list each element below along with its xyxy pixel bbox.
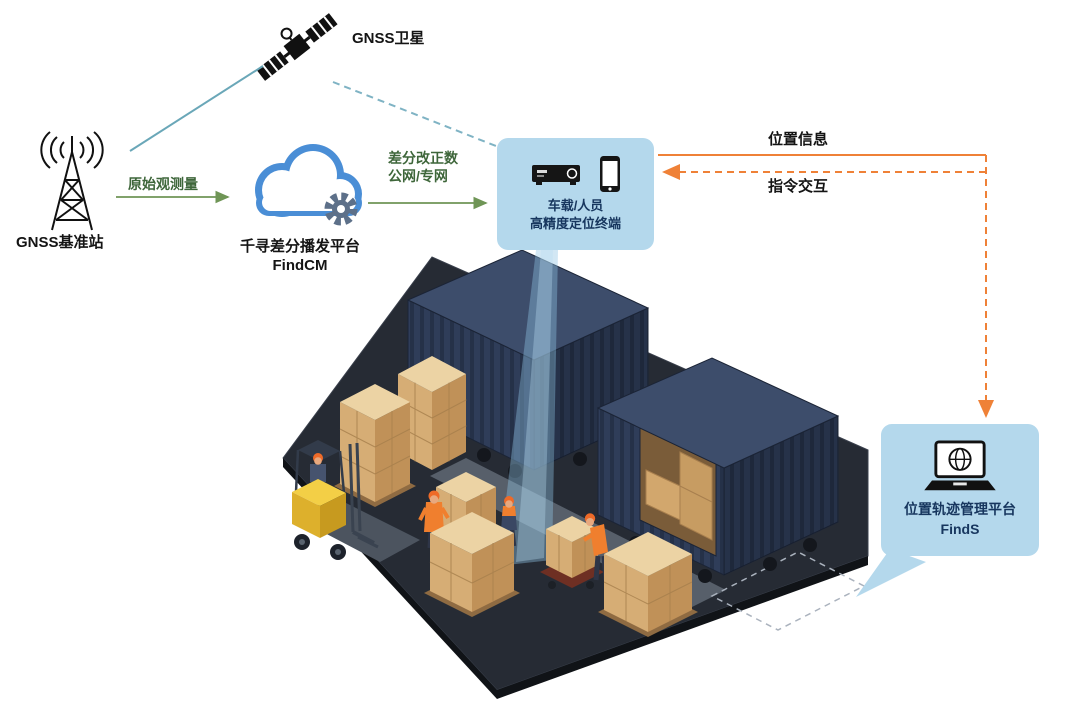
forklift: [292, 440, 379, 560]
correction-line1: 差分改正数: [388, 150, 458, 166]
gear-icon: [324, 192, 358, 226]
cloud-platform-product: FindCM: [272, 256, 328, 274]
position-info-label: 位置信息: [768, 131, 829, 148]
correction-label: 差分改正数 公网/专网: [388, 150, 458, 185]
antenna-tower-icon: [40, 131, 104, 231]
cloud-platform-name: 千寻差分播发平台: [239, 238, 360, 255]
terminal-bubble: 车载/人员 高精度定位终端: [497, 138, 654, 250]
pallet-stack-back: [397, 356, 467, 470]
raw-observation-label: 原始观测量: [128, 176, 198, 192]
correction-line2: 公网/专网: [388, 167, 448, 184]
satellite-label: GNSS卫星: [352, 30, 425, 47]
smartphone-icon: [599, 155, 620, 192]
terminal-bubble-line1: 车载/人员: [547, 197, 604, 213]
terminal-bubble-line2: 高精度定位终端: [529, 216, 621, 231]
laptop-globe-icon: [924, 440, 996, 491]
cloud-gear-icon: [255, 144, 362, 226]
command-interaction-label: 指令交互: [768, 178, 829, 195]
base-station-label: GNSS基准站: [16, 234, 104, 251]
platform-bubble-line2: FindS: [940, 521, 980, 537]
finds-bubble-tail: [856, 549, 926, 597]
gnss-satellite-icon: [256, 13, 338, 81]
carton-on-jack: [546, 516, 598, 578]
platform-bubble: 位置轨迹管理平台 FindS: [881, 424, 1039, 556]
container-open-door: [639, 427, 717, 557]
link-satellite-to-base: [129, 65, 264, 152]
link-satellite-to-terminal: [332, 81, 497, 147]
cloud-platform-label: 千寻差分播发平台 FindCM: [225, 238, 375, 276]
terminal-devices: [531, 155, 621, 193]
forklift-driver: [310, 464, 326, 482]
shipping-container-right: [596, 357, 840, 583]
positioning-beam: [498, 250, 558, 566]
pallet-stack-left: [334, 384, 416, 507]
pallet-stack-right: [598, 532, 698, 637]
pallet-stack-center: [424, 512, 520, 617]
platform-bubble-line1: 位置轨迹管理平台: [904, 501, 1016, 518]
vehicle-terminal-device-icon: [531, 164, 580, 185]
